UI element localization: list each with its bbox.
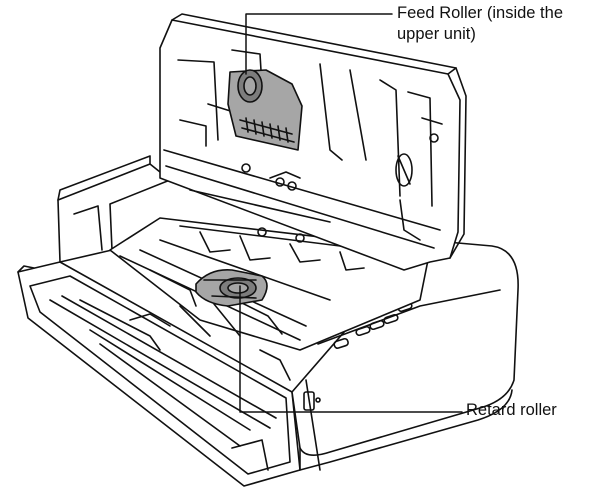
paper-path <box>109 217 431 381</box>
callout-leaders <box>239 13 463 413</box>
retard-roller <box>195 268 268 307</box>
feed-roller-leader <box>245 13 393 75</box>
feed-roller-label-line2: upper unit) <box>397 25 476 43</box>
feed-roller-label: Feed Roller (inside the upper unit) <box>397 3 563 45</box>
retard-roller-leader <box>239 285 463 413</box>
feed-roller <box>227 69 303 151</box>
retard-roller-label: Retard roller <box>466 400 557 421</box>
feed-roller-label-line1: Feed Roller (inside the <box>397 4 563 22</box>
retard-roller-label-line1: Retard roller <box>466 401 557 419</box>
